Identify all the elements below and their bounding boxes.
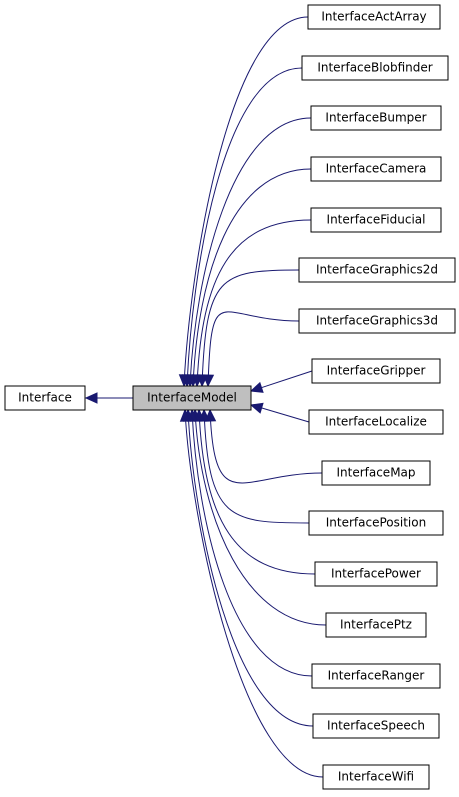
node-child[interactable]: InterfaceSpeech bbox=[312, 713, 440, 739]
node-child[interactable]: InterfaceWifi bbox=[322, 764, 430, 790]
edge-child-to-model bbox=[203, 409, 310, 524]
node-child-label: InterfaceCamera bbox=[326, 162, 427, 176]
node-child[interactable]: InterfacePosition bbox=[308, 510, 444, 536]
edges-layer bbox=[84, 16, 327, 778]
edge-child-to-model bbox=[201, 269, 300, 387]
node-child[interactable]: InterfaceGraphics3d bbox=[298, 308, 456, 334]
edge-child-to-model bbox=[183, 16, 309, 387]
edge-child-to-model bbox=[191, 409, 313, 677]
edge-child-to-model bbox=[186, 67, 303, 387]
edge-child-to-model bbox=[207, 311, 300, 387]
node-child-box bbox=[301, 55, 449, 81]
node-child-label: InterfaceGraphics3d bbox=[316, 314, 438, 328]
node-child-box bbox=[310, 105, 442, 131]
node-interface-label: Interface bbox=[18, 391, 72, 405]
arrowhead bbox=[179, 408, 192, 422]
node-interface-model-box bbox=[132, 385, 252, 411]
edge-child-to-model bbox=[192, 168, 312, 387]
node-interface-model[interactable]: InterfaceModel bbox=[132, 385, 252, 411]
node-child-label: InterfacePower bbox=[331, 567, 421, 581]
node-child-label: InterfaceBumper bbox=[325, 111, 426, 125]
node-child-box bbox=[298, 308, 456, 334]
node-child[interactable]: InterfacePower bbox=[314, 561, 438, 587]
node-child-box bbox=[311, 358, 441, 384]
edge-child-to-model bbox=[260, 370, 313, 389]
node-child-label: InterfaceRanger bbox=[328, 669, 425, 683]
node-child-label: InterfaceWifi bbox=[338, 770, 414, 784]
node-child[interactable]: InterfaceGripper bbox=[311, 358, 441, 384]
node-child-box bbox=[308, 510, 444, 536]
node-child-box bbox=[314, 561, 438, 587]
node-child-label: InterfaceGripper bbox=[327, 364, 426, 378]
node-child-box bbox=[312, 713, 440, 739]
edge-child-to-model bbox=[187, 409, 314, 727]
node-child[interactable]: InterfaceCamera bbox=[310, 156, 442, 182]
node-child-label: InterfacePosition bbox=[326, 516, 426, 530]
node-child[interactable]: InterfaceBlobfinder bbox=[301, 55, 449, 81]
edge-child-to-model bbox=[196, 219, 312, 387]
nodes-layer: Interface InterfaceModel InterfaceActArr… bbox=[4, 4, 456, 790]
edge-child-to-model bbox=[194, 409, 327, 626]
node-child-label: InterfaceGraphics2d bbox=[316, 263, 438, 277]
arrowhead bbox=[249, 381, 264, 393]
node-child-box bbox=[307, 4, 441, 30]
node-child-box bbox=[308, 409, 444, 435]
node-child-box bbox=[310, 207, 442, 233]
node-child[interactable]: InterfaceFiducial bbox=[310, 207, 442, 233]
node-child-label: InterfaceSpeech bbox=[327, 719, 425, 733]
arrowhead bbox=[84, 392, 98, 404]
node-child[interactable]: InterfaceBumper bbox=[310, 105, 442, 131]
arrowhead bbox=[249, 402, 264, 414]
node-child-box bbox=[298, 257, 456, 283]
node-child[interactable]: InterfaceMap bbox=[321, 460, 431, 486]
edge-child-to-model bbox=[189, 117, 312, 387]
edge-child-to-model bbox=[209, 409, 323, 484]
node-child-box bbox=[310, 156, 442, 182]
node-child-label: InterfaceMap bbox=[336, 466, 415, 480]
node-child-label: InterfaceBlobfinder bbox=[317, 61, 432, 75]
node-child-box bbox=[321, 460, 431, 486]
node-interface-box bbox=[4, 385, 86, 411]
node-child[interactable]: InterfaceRanger bbox=[311, 663, 441, 689]
node-child-box bbox=[311, 663, 441, 689]
node-child[interactable]: InterfaceGraphics2d bbox=[298, 257, 456, 283]
node-child-box bbox=[325, 612, 427, 638]
node-child-label: InterfaceLocalize bbox=[325, 415, 427, 429]
node-interface[interactable]: Interface bbox=[4, 385, 86, 411]
edge-child-to-model bbox=[184, 409, 324, 778]
edge-child-to-model bbox=[260, 407, 310, 423]
node-child-label: InterfacePtz bbox=[340, 618, 412, 632]
edge-child-to-model bbox=[198, 409, 316, 575]
arrowhead bbox=[202, 374, 215, 388]
node-child-box bbox=[322, 764, 430, 790]
node-child[interactable]: InterfacePtz bbox=[325, 612, 427, 638]
node-child-label: InterfaceActArray bbox=[321, 10, 426, 24]
node-interface-model-label: InterfaceModel bbox=[147, 391, 237, 405]
node-child[interactable]: InterfaceLocalize bbox=[308, 409, 444, 435]
node-child-label: InterfaceFiducial bbox=[327, 213, 426, 227]
node-child[interactable]: InterfaceActArray bbox=[307, 4, 441, 30]
